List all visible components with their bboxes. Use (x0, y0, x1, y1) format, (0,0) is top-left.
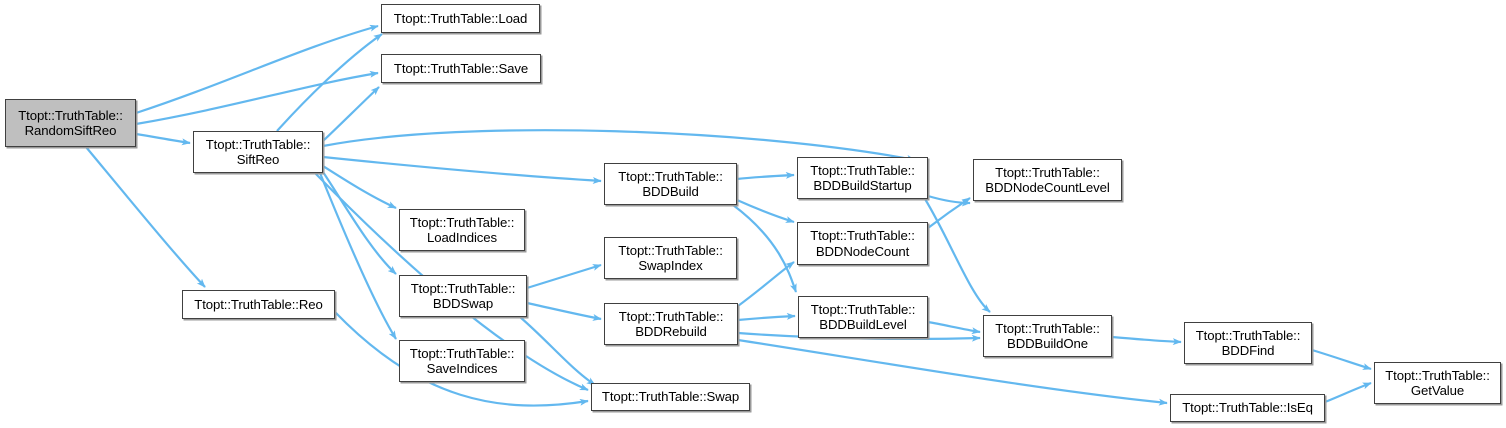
edge-bddrebuild-to-bddbuildone (737, 331, 981, 342)
node-saveindices[interactable]: Ttopt::TruthTable:: SaveIndices (399, 340, 525, 382)
edge-bddswap-to-swap (519, 316, 596, 386)
node-bddnodecountlevel[interactable]: Ttopt::TruthTable:: BDDNodeCountLevel (973, 159, 1122, 201)
edge-siftreo-to-loadindices (322, 165, 397, 209)
node-bddrebuild[interactable]: Ttopt::TruthTable:: BDDRebuild (604, 303, 738, 345)
edge-siftreo-to-save (322, 86, 380, 142)
node-reo[interactable]: Ttopt::TruthTable::Reo (182, 290, 335, 319)
node-bddbuildlevel[interactable]: Ttopt::TruthTable:: BDDBuildLevel (798, 296, 928, 338)
edge-iseq-to-getvalue (1324, 381, 1372, 404)
edge-siftreo-to-bddswap (322, 171, 397, 275)
edge-bddbuildlevel-to-bddbuildone (927, 320, 981, 335)
edge-bddnodecount-to-bddnodecountlevel (927, 197, 971, 229)
edge-randomsiftreo-to-save (135, 70, 379, 126)
node-loadindices[interactable]: Ttopt::TruthTable:: LoadIndices (399, 209, 525, 251)
edge-bddrebuild-to-bddbuildlevel (737, 312, 796, 322)
edge-siftreo-to-bddbuild (322, 155, 602, 184)
edge-siftreo-to-bddnodecountlevel (322, 129, 916, 162)
node-getvalue[interactable]: Ttopt::TruthTable:: GetValue (1374, 362, 1501, 404)
node-iseq[interactable]: Ttopt::TruthTable::IsEq (1170, 394, 1325, 422)
edge-bddbuildstartup-to-bddbuildone (924, 198, 991, 313)
edge-bddrebuild-to-bddnodecount (737, 261, 795, 307)
node-randomsiftreo[interactable]: Ttopt::TruthTable:: RandomSiftReo (5, 99, 136, 147)
node-load[interactable]: Ttopt::TruthTable::Load (381, 4, 540, 33)
node-bddfind[interactable]: Ttopt::TruthTable:: BDDFind (1184, 322, 1312, 364)
node-bddbuildone[interactable]: Ttopt::TruthTable:: BDDBuildOne (983, 315, 1112, 357)
edge-bddrebuild-to-iseq (737, 338, 1168, 406)
node-bddbuild[interactable]: Ttopt::TruthTable:: BDDBuild (604, 163, 737, 205)
node-siftreo[interactable]: Ttopt::TruthTable:: SiftReo (193, 131, 323, 173)
node-save[interactable]: Ttopt::TruthTable::Save (381, 54, 541, 83)
node-bddswap[interactable]: Ttopt::TruthTable:: BDDSwap (399, 275, 527, 317)
edge-randomsiftreo-to-reo (85, 146, 206, 288)
edge-randomsiftreo-to-siftreo (135, 132, 191, 146)
edge-bddbuild-to-bddbuildlevel (732, 204, 798, 293)
edge-bddbuild-to-bddbuildstartup (736, 171, 795, 181)
node-bddbuildstartup[interactable]: Ttopt::TruthTable:: BDDBuildStartup (797, 157, 928, 199)
node-swap[interactable]: Ttopt::TruthTable::Swap (591, 383, 750, 411)
node-bddnodecount[interactable]: Ttopt::TruthTable:: BDDNodeCount (797, 222, 928, 265)
edge-bddswap-to-bddrebuild (526, 301, 602, 321)
edge-siftreo-to-load (276, 33, 383, 132)
edge-siftreo-to-saveindices (318, 172, 397, 340)
edge-bddswap-to-swapindex (526, 263, 602, 290)
edge-bddbuildone-to-bddfind (1111, 335, 1182, 346)
edge-randomsiftreo-to-load (135, 24, 379, 115)
edge-reo-to-swap (334, 311, 589, 407)
edge-bddfind-to-getvalue (1311, 348, 1372, 371)
edge-bddbuild-to-bddnodecount (736, 198, 795, 224)
node-swapindex[interactable]: Ttopt::TruthTable:: SwapIndex (604, 237, 737, 279)
